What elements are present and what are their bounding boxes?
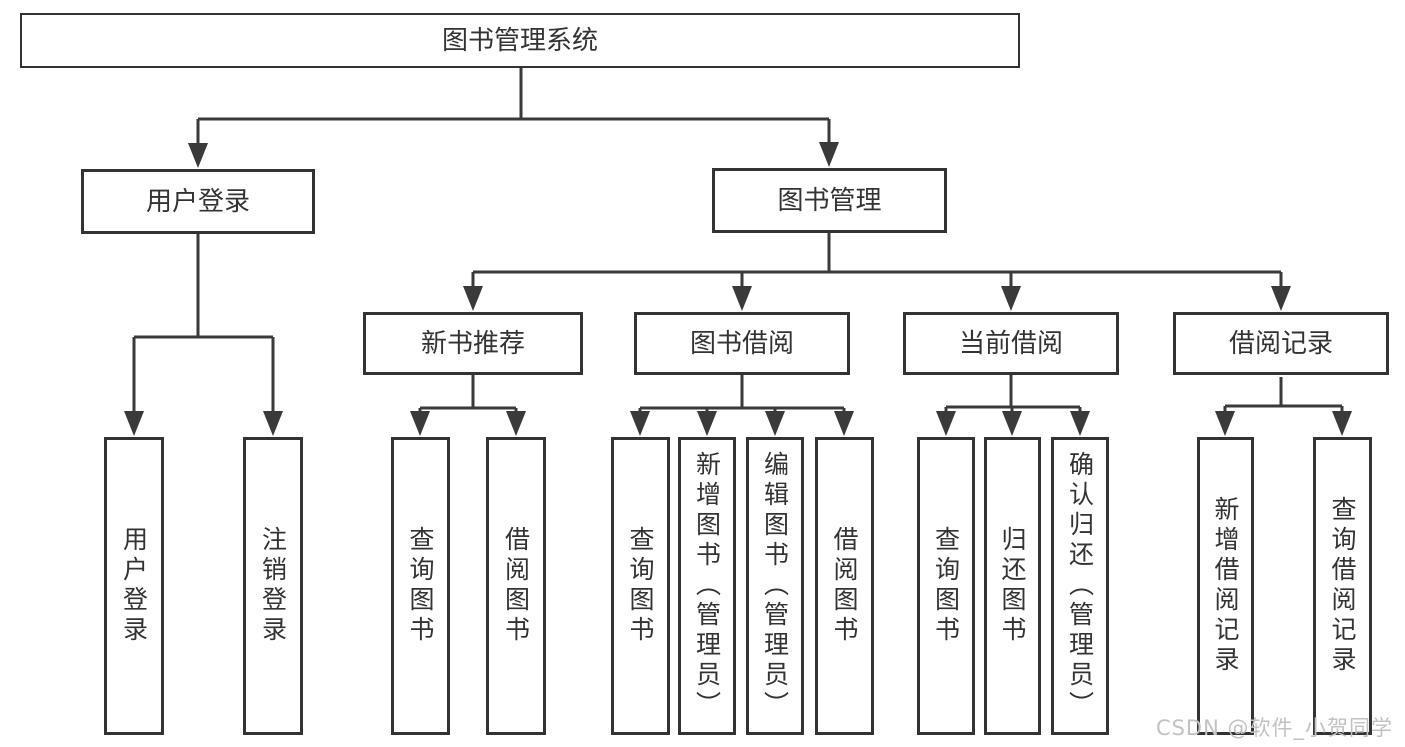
node-borrow-records: 借阅记录: [1173, 312, 1389, 375]
arrowheads: [124, 142, 1352, 436]
leaf-query-books-recommend: 查询图书: [391, 437, 450, 735]
leaf-user-login: 用户登录: [104, 437, 164, 735]
node-book-borrow: 图书借阅: [634, 312, 850, 375]
node-user-login: 用户登录: [81, 169, 315, 234]
node-current-borrow: 当前借阅: [903, 312, 1119, 375]
node-book-management: 图书管理: [712, 168, 947, 233]
leaf-query-books-current: 查询图书: [917, 437, 975, 735]
csdn-watermark: CSDN @软件_小贺同学: [1155, 716, 1393, 740]
leaf-return-books: 归还图书: [984, 437, 1041, 735]
leaf-borrow-books: 借阅图书: [815, 437, 874, 735]
leaf-add-borrow-record: 新增借阅记录: [1197, 437, 1254, 735]
node-library-management-system: 图书管理系统: [20, 13, 1020, 68]
leaf-query-borrow-record: 查询借阅记录: [1313, 437, 1372, 735]
leaf-logout: 注销登录: [243, 437, 303, 735]
leaf-add-book-admin: 新增图书（管理员）: [678, 437, 736, 735]
leaf-borrow-books-recommend: 借阅图书: [486, 437, 546, 735]
leaf-confirm-return-admin: 确认归还（管理员）: [1051, 437, 1109, 735]
node-new-book-recommend: 新书推荐: [363, 312, 583, 375]
leaf-query-books-borrow: 查询图书: [611, 437, 670, 735]
leaf-edit-book-admin: 编辑图书（管理员）: [746, 437, 804, 735]
